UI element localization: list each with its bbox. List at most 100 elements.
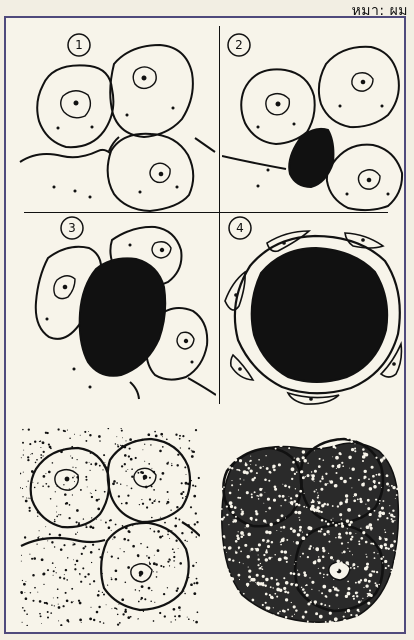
stipple-dot [150,528,151,529]
stipple-dot [84,546,86,548]
stipple-dot [196,521,198,523]
stipple-dot [72,467,73,468]
stipple-dot [89,434,91,436]
stipple-dot [164,522,166,524]
stipple-dot [189,440,191,442]
stipple-dot [46,603,48,605]
cell-2a [241,69,314,144]
stipple-dot [124,454,127,457]
stipple-dot [130,616,132,618]
stipple-dot [21,561,22,562]
stipple-dot [322,567,324,569]
stipple-dot [212,560,215,563]
stipple-dot [137,619,138,620]
stipple-dot [22,496,23,497]
stipple-dot [305,476,306,477]
stipple-dot [67,557,68,558]
stipple-dot [166,503,167,504]
stipple-dot [264,478,267,481]
stipple-dot [235,612,238,615]
stipple-dot [215,615,218,618]
stipple-dot [112,482,115,485]
stipple-dot [144,444,145,445]
stipple-dot [151,502,153,504]
stipple-dot [67,430,68,431]
stipple-dot [239,562,240,563]
stipple-dot [29,498,30,499]
stipple-dot [149,563,151,565]
stipple-dot [54,519,55,520]
stipple-dot [80,489,82,491]
stipple-dot [78,600,80,602]
stipple-dot [252,443,254,445]
stipple-dot [22,488,23,489]
stipple-dot [22,580,23,581]
stipple-dot [124,610,127,613]
stipple-dot [273,469,276,472]
stipple-dot [132,525,133,526]
stipple-dot [264,584,266,586]
divider-horizontal [24,212,388,213]
stipple-dot [307,556,309,558]
stipple-dot [76,476,79,479]
stipple-dot [159,478,161,480]
stipple-dot [26,498,27,499]
stipple-dot [28,507,30,509]
stipple-dot [293,624,295,626]
stipple-dot [321,528,323,530]
stipple-dot [139,574,142,577]
stipple-dot [246,491,249,494]
stipple-dot [169,443,170,444]
stipple-dot [55,491,56,492]
stipple-dot [132,545,135,548]
stipple-dot [27,456,29,458]
figure-frame: 1 2 [4,16,406,634]
stipple-dot [379,601,380,602]
stipple-dot [290,583,293,586]
stipple-dot [367,507,370,510]
stipple-dot [289,496,290,497]
stipple-dot [329,620,332,623]
stipple-dot [157,549,160,552]
panel-5-drawing [20,428,200,626]
stipple-dot [90,470,91,471]
stipple-dot [282,484,283,485]
stipple-dot [167,530,169,532]
stipple-dot [212,428,214,429]
stipple-dot [77,459,78,460]
stipple-dot [382,512,386,516]
stipple-dot [345,595,348,598]
stipple-dot [310,438,313,441]
stipple-dot [228,558,231,561]
stipple-dot [212,619,214,622]
stipple-dot [193,620,194,621]
stipple-dot [272,587,273,588]
stipple-dot [298,504,301,507]
stipple-dot [127,469,128,470]
stipple-dot [356,595,358,597]
stipple-dot [385,547,388,550]
stipple-dot [233,623,236,626]
stipple-dot [332,505,334,507]
stipple-dot [281,531,282,532]
stipple-dot [223,486,225,488]
stipple-dot [107,585,108,586]
stipple-dot [294,458,295,459]
stipple-dot [330,480,334,484]
stipple-dot [251,493,253,495]
stipple-dot [191,531,193,533]
stipple-dot [45,483,47,485]
stipple-dot [96,519,97,520]
stipple-dot [293,605,296,608]
stipple-dot [271,557,272,558]
stipple-dot [136,579,137,580]
stipple-dot [55,567,56,568]
stipple-dot [354,447,356,449]
stipple-dot [345,494,348,497]
stipple-dot [40,440,42,442]
stipple-dot [258,554,259,555]
stipple-dot [188,618,190,620]
stipple-dot [326,432,328,434]
stipple-dot [313,561,317,565]
stipple-dot [96,499,99,502]
